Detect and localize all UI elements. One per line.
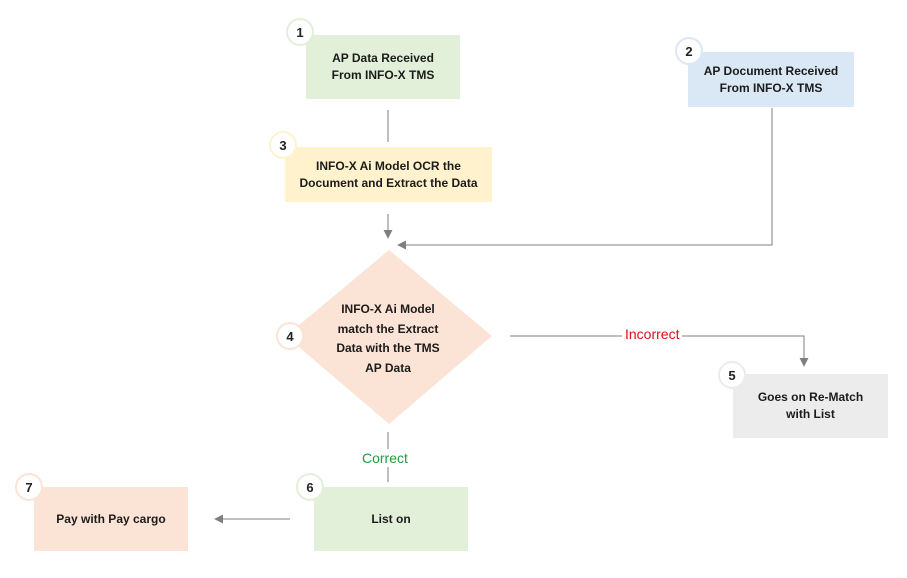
step-badge-3: 3 bbox=[269, 131, 297, 159]
step-badge-1: 1 bbox=[286, 18, 314, 46]
node-list-on: List on bbox=[314, 487, 468, 551]
arrow-2-to-4 bbox=[397, 108, 773, 250]
node-pay-with-pay-cargo: Pay with Pay cargo bbox=[34, 487, 188, 551]
decision-diamond bbox=[286, 250, 492, 424]
arrow-4-to-5-incorrect bbox=[510, 335, 809, 367]
step-badge-2: 2 bbox=[675, 37, 703, 65]
node-re-match: Goes on Re-Match with List bbox=[733, 374, 888, 438]
step-badge-7: 7 bbox=[15, 473, 43, 501]
node-ap-data-received: AP Data Received From INFO-X TMS bbox=[306, 35, 460, 99]
edge-label-correct: Correct bbox=[359, 449, 411, 467]
step-badge-4: 4 bbox=[276, 322, 304, 350]
step-badge-6: 6 bbox=[296, 473, 324, 501]
node-ocr-extract: INFO-X Ai Model OCR the Document and Ext… bbox=[285, 147, 492, 202]
node-match-decision-label: INFO-X Ai Model match the Extract Data w… bbox=[336, 302, 440, 375]
edge-label-incorrect: Incorrect bbox=[622, 325, 683, 343]
node-ap-document-received: AP Document Received From INFO-X TMS bbox=[688, 52, 854, 107]
step-badge-5: 5 bbox=[718, 361, 746, 389]
